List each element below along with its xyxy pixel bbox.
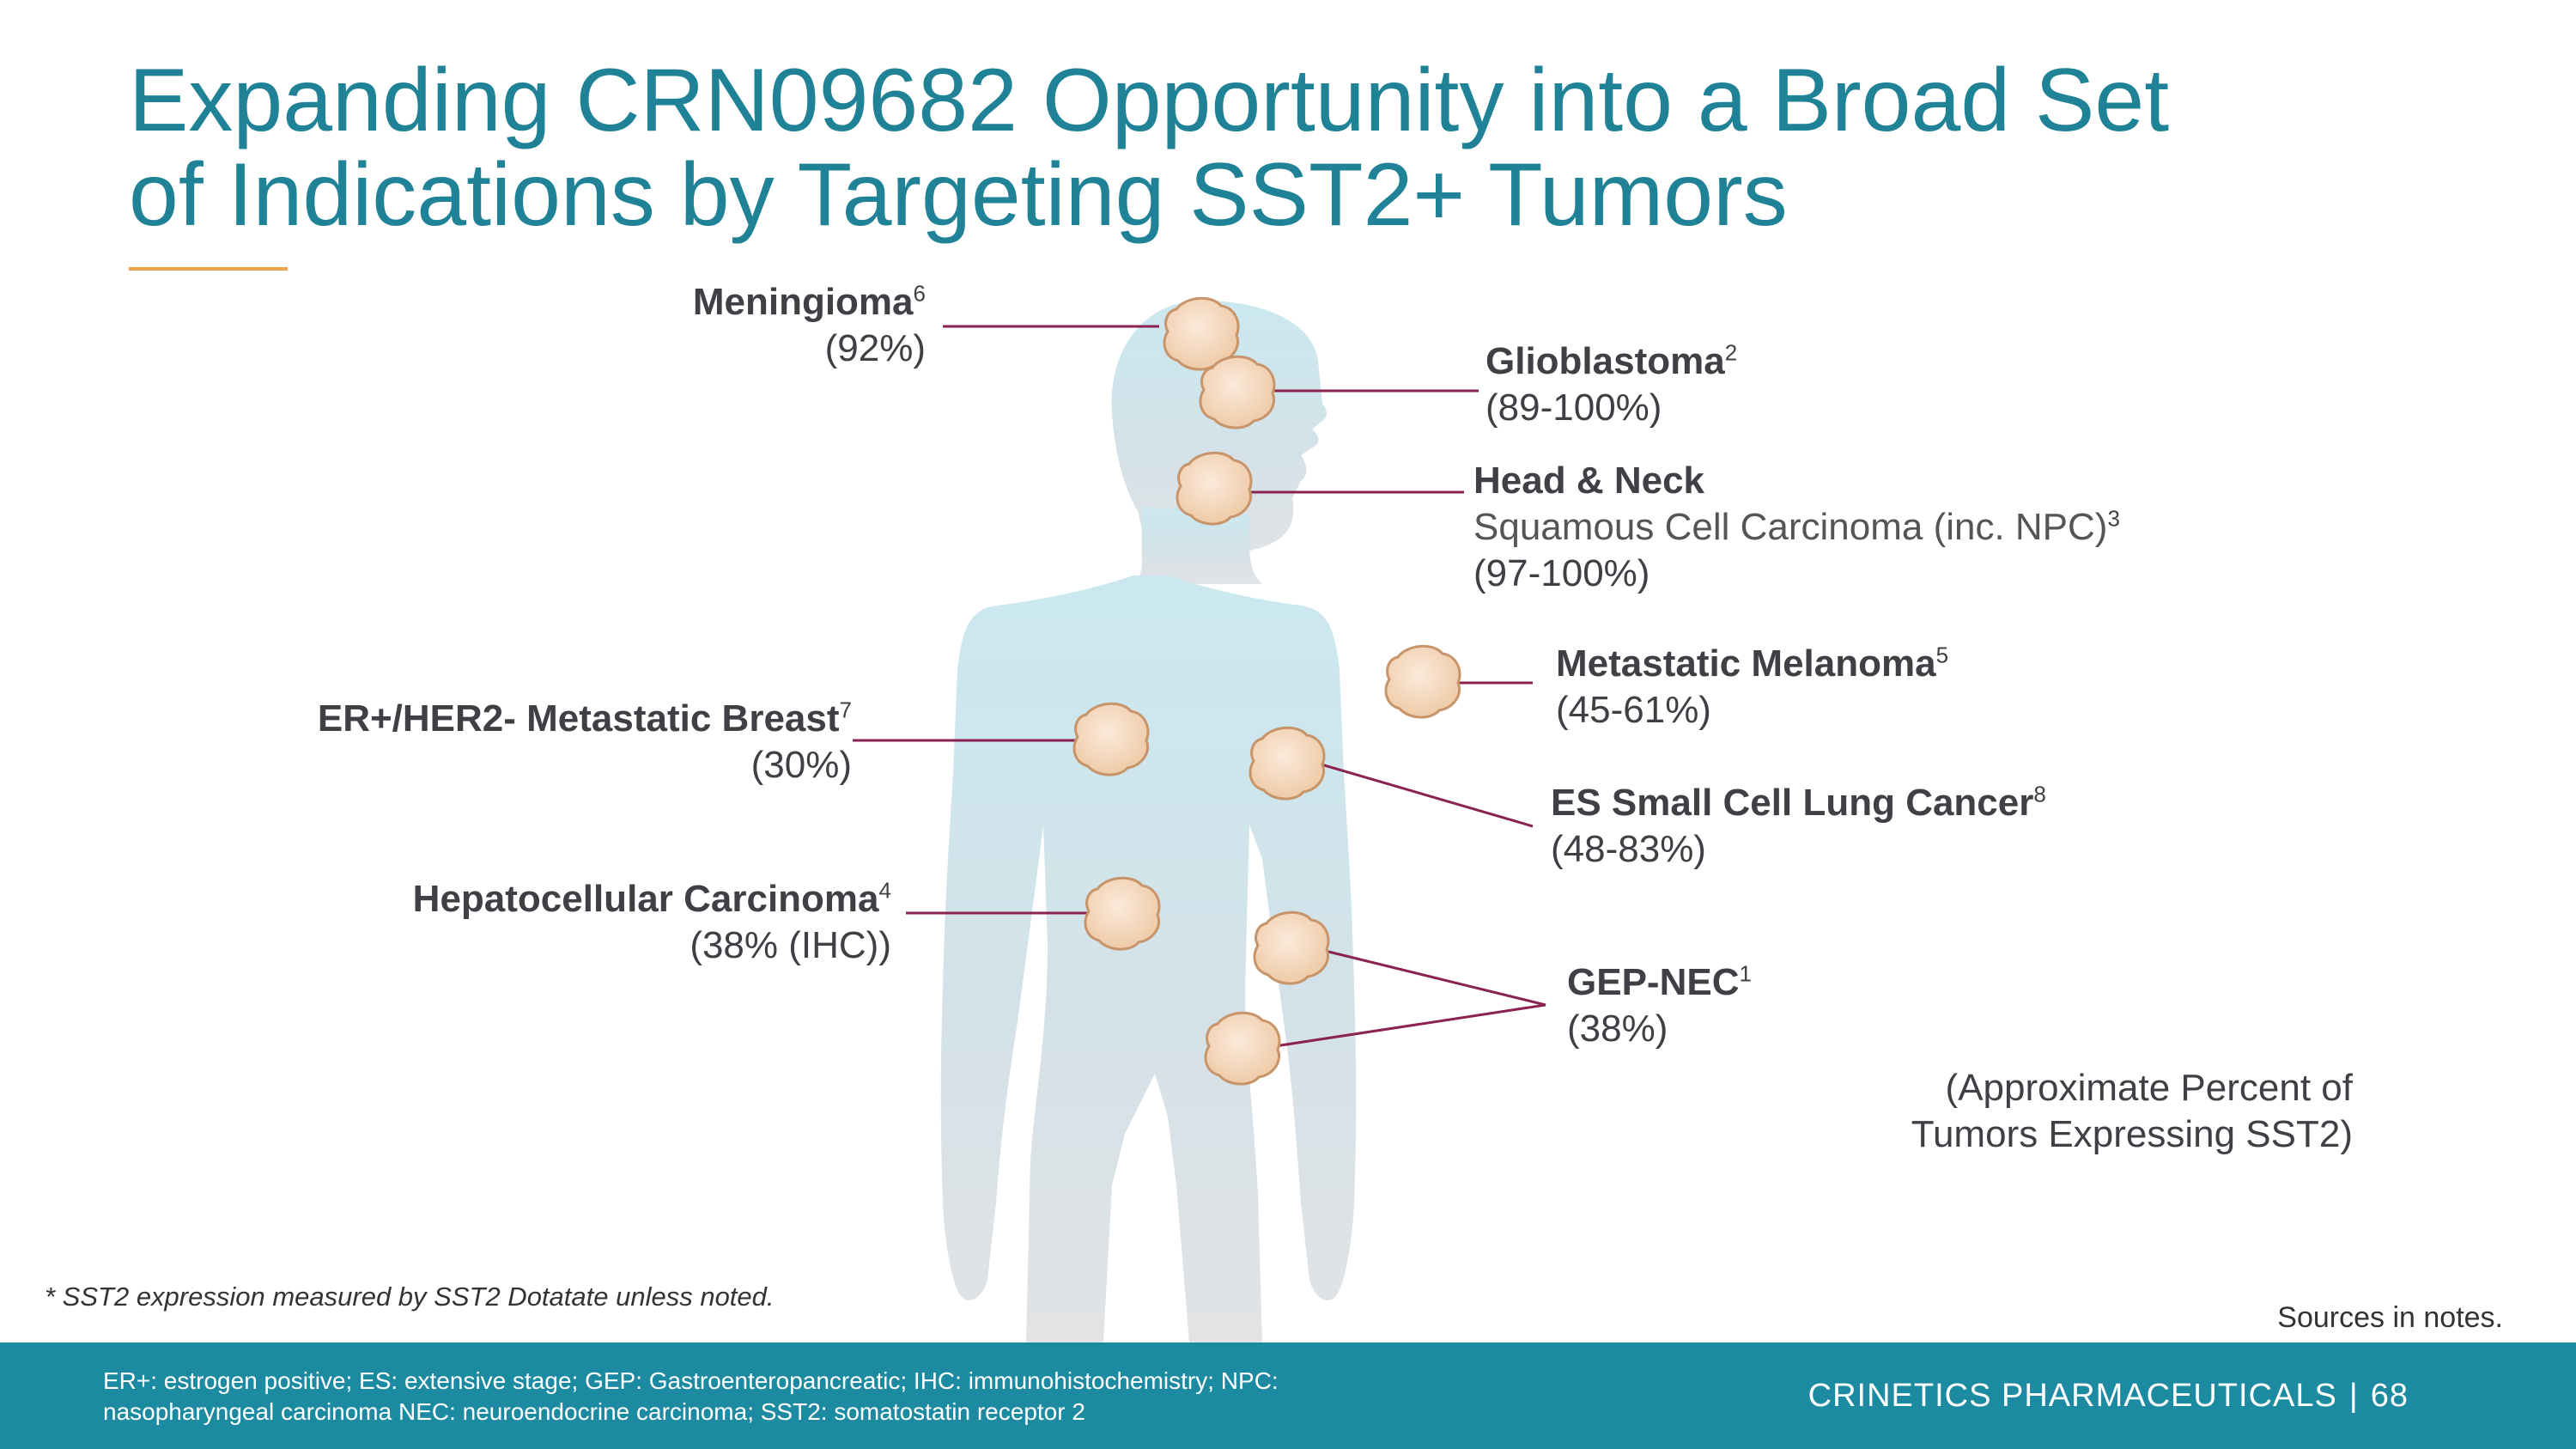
tumor-lung: [1249, 726, 1326, 801]
footer-abbreviations: ER+: estrogen positive; ES: extensive st…: [103, 1366, 1477, 1428]
label-meningioma-ref: 6: [913, 280, 926, 307]
label-breast-name: ER+/HER2- Metastatic Breast: [317, 697, 840, 740]
label-melanoma-value: (45-61%): [1556, 689, 1711, 731]
leader-lung: [1315, 761, 1534, 828]
footer-bar: [0, 1342, 2576, 1449]
leader-gep-lower: [1263, 1003, 1546, 1050]
label-melanoma: Metastatic Melanoma5 (45-61%): [1556, 641, 1948, 734]
leader-lines: [853, 325, 1546, 1050]
label-lung-name: ES Small Cell Lung Cancer: [1551, 782, 2034, 824]
label-meningioma: Meningioma6 (92%): [693, 279, 926, 372]
title-accent-rule: [129, 267, 288, 271]
footer-brand: CRINETICS PHARMACEUTICALS | 68: [1808, 1378, 2409, 1415]
label-head-neck-name: Head & Neck: [1473, 460, 1705, 502]
label-breast-ref: 7: [839, 697, 852, 723]
company-name: CRINETICS PHARMACEUTICALS: [1807, 1378, 2337, 1414]
label-head-neck-ref: 3: [2107, 505, 2120, 532]
human-silhouette: [940, 301, 1357, 1342]
slide-title-line-1: Expanding CRN09682 Opportunity into a Br…: [129, 51, 2170, 150]
label-hcc-name: Hepatocellular Carcinoma: [412, 878, 879, 920]
footnote: * SST2 expression measured by SST2 Dotat…: [45, 1282, 775, 1312]
footer-abbreviations-line-1: ER+: estrogen positive; ES: extensive st…: [103, 1367, 1279, 1394]
label-melanoma-name: Metastatic Melanoma: [1556, 642, 1936, 685]
label-lung-value: (48-83%): [1551, 828, 1706, 870]
label-breast: ER+/HER2- Metastatic Breast7 (30%): [318, 696, 852, 788]
page-number: 68: [2370, 1378, 2409, 1414]
tumor-glioblastoma: [1199, 355, 1276, 429]
label-breast-value: (30%): [750, 744, 852, 786]
label-lung: ES Small Cell Lung Cancer8 (48-83%): [1551, 780, 2046, 873]
tumor-head-neck: [1176, 451, 1253, 526]
tumor-gep-upper: [1253, 910, 1330, 985]
tumor-breast: [1072, 702, 1150, 776]
label-meningioma-name: Meningioma: [692, 281, 914, 323]
tumor-hcc: [1084, 876, 1161, 951]
slide-title: Expanding CRN09682 Opportunity into a Br…: [129, 53, 2447, 242]
sources-note: Sources in notes.: [2277, 1301, 2503, 1334]
label-hcc-ref: 4: [878, 877, 891, 904]
label-gep-nec-ref: 1: [1739, 960, 1752, 987]
label-glioblastoma-ref: 2: [1724, 339, 1738, 366]
label-gep-nec-value: (38%): [1567, 1008, 1668, 1050]
legend-note: (Approximate Percent of Tumors Expressin…: [1838, 1065, 2353, 1158]
tumor-gep-lower: [1204, 1011, 1281, 1086]
footer-abbreviations-line-2: nasopharyngeal carcinoma NEC: neuroendoc…: [103, 1398, 1085, 1425]
legend-note-line-1: (Approximate Percent of: [1945, 1067, 2353, 1109]
slide-title-line-2: of Indications by Targeting SST2+ Tumors: [129, 145, 1788, 245]
label-gep-nec-name: GEP-NEC: [1567, 961, 1740, 1003]
label-meningioma-value: (92%): [824, 327, 926, 369]
legend-note-line-2: Tumors Expressing SST2): [1911, 1113, 2353, 1155]
label-lung-ref: 8: [2033, 781, 2046, 807]
label-glioblastoma: Glioblastoma2 (89-100%): [1485, 338, 1737, 431]
tumor-nodules: [1072, 296, 1461, 1086]
label-hcc: Hepatocellular Carcinoma4 (38% (IHC)): [413, 876, 891, 969]
label-glioblastoma-value: (89-100%): [1485, 387, 1662, 429]
footer-separator: |: [2348, 1378, 2359, 1414]
label-head-neck-value: (97-100%): [1473, 552, 1650, 594]
label-head-neck: Head & Neck Squamous Cell Carcinoma (inc…: [1473, 458, 2120, 597]
tumor-melanoma: [1384, 644, 1461, 719]
label-melanoma-ref: 5: [1935, 642, 1949, 668]
label-glioblastoma-name: Glioblastoma: [1485, 340, 1725, 382]
label-head-neck-sub: Squamous Cell Carcinoma (inc. NPC): [1473, 506, 2108, 548]
label-gep-nec: GEP-NEC1 (38%): [1567, 959, 1752, 1052]
leader-gep-upper: [1317, 947, 1546, 1007]
label-hcc-value: (38% (IHC)): [690, 924, 891, 966]
